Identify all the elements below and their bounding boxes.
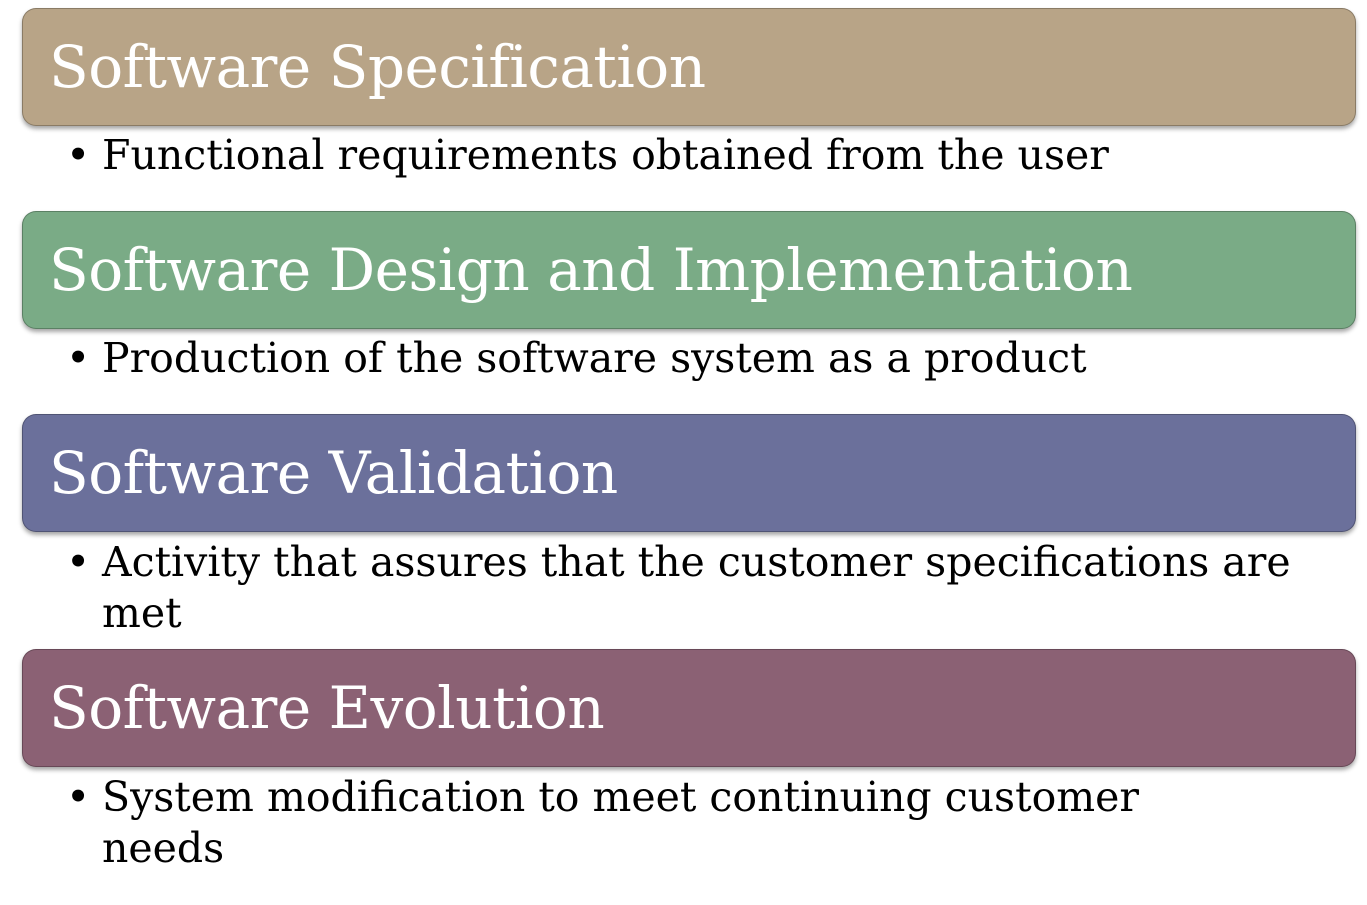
- stage-header-design-implementation: Software Design and Implementation: [22, 211, 1356, 329]
- stage-header-specification: Software Specification: [22, 8, 1356, 126]
- stage-bullet-design-implementation: • Production of the software system as a…: [66, 333, 1296, 384]
- stage-title: Software Specification: [49, 33, 706, 101]
- bullet-icon: •: [66, 773, 91, 821]
- stage-description: Functional requirements obtained from th…: [102, 131, 1109, 179]
- bullet-icon: •: [66, 131, 91, 179]
- stage-bullet-specification: • Functional requirements obtained from …: [66, 130, 1296, 181]
- stage-bullet-evolution: • System modification to meet continuing…: [66, 772, 1246, 874]
- stage-bullet-validation: • Activity that assures that the custome…: [66, 537, 1296, 639]
- stage-header-validation: Software Validation: [22, 414, 1356, 532]
- stage-description: Activity that assures that the customer …: [102, 538, 1291, 637]
- stage-title: Software Validation: [49, 439, 618, 507]
- stage-description: System modification to meet continuing c…: [102, 773, 1139, 872]
- stage-description: Production of the software system as a p…: [102, 334, 1087, 382]
- bullet-icon: •: [66, 334, 91, 382]
- stage-header-evolution: Software Evolution: [22, 649, 1356, 767]
- stage-title: Software Design and Implementation: [49, 236, 1133, 304]
- stage-title: Software Evolution: [49, 674, 605, 742]
- bullet-icon: •: [66, 538, 91, 586]
